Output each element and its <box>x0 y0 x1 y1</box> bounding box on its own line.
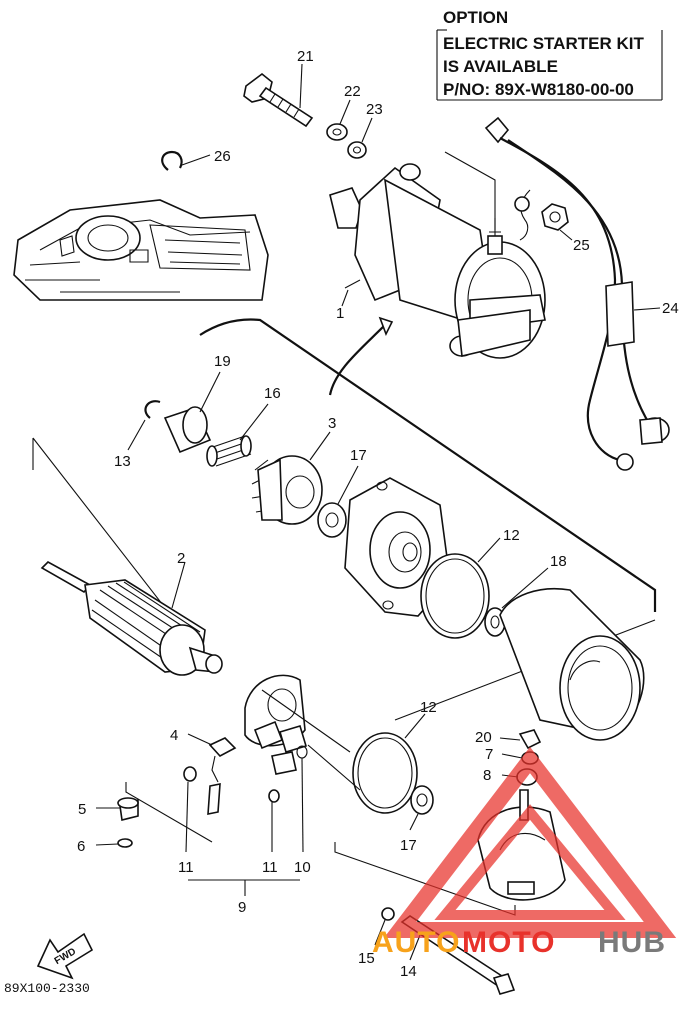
option-part-number: P/NO: 89X-W8180-00-00 <box>443 80 634 99</box>
callout-12-top: 12 <box>503 527 520 544</box>
callout-5: 5 <box>78 801 86 818</box>
washer-17-bottom: 17 <box>400 785 434 854</box>
terminal-bolt <box>183 766 280 815</box>
kit-leader-line <box>444 151 496 230</box>
watermark-hub: HUB <box>598 926 666 959</box>
watermark-logo <box>383 746 677 938</box>
callout-21: 21 <box>297 48 314 65</box>
starter-motor-1: 1 <box>329 163 546 359</box>
watermark-text: AUTO MOTO HUB <box>372 926 666 959</box>
callout-16: 16 <box>264 385 281 402</box>
callout-18: 18 <box>550 553 567 570</box>
starter-cable-24: 24 <box>484 116 679 471</box>
brush-callouts: 11 11 10 9 <box>178 757 311 916</box>
insulator-5: 5 <box>78 797 139 821</box>
callout-2: 2 <box>177 550 185 567</box>
callout-7: 7 <box>485 746 493 763</box>
washer-15: 15 <box>358 907 395 967</box>
callout-10: 10 <box>294 859 311 876</box>
brush-plate <box>244 674 308 775</box>
brush-4: 4 <box>170 727 237 783</box>
callout-11-left: 11 <box>178 859 194 876</box>
explode-arrowhead <box>378 316 394 336</box>
circlip-13: 13 <box>114 400 161 470</box>
fwd-arrow: FWD <box>36 932 94 980</box>
callout-4: 4 <box>170 727 178 744</box>
callout-13: 13 <box>114 453 131 470</box>
watermark-moto: MOTO <box>462 926 555 959</box>
drawing-code: 89X100-2330 <box>4 981 90 996</box>
circlip-26: 26 <box>161 148 231 171</box>
callout-15: 15 <box>358 950 375 967</box>
explode-arrow <box>328 324 386 396</box>
washer-17-top: 17 <box>317 447 367 538</box>
callout-17-top: 17 <box>350 447 367 464</box>
collar-19: 19 <box>163 353 231 454</box>
option-title: OPTION <box>443 8 508 27</box>
pinion-gear-3: 3 <box>251 415 336 525</box>
explode-boundary-top <box>199 318 657 612</box>
callout-23: 23 <box>366 101 383 118</box>
bracket-lower-left <box>125 782 213 843</box>
option-line-kit: ELECTRIC STARTER KIT <box>443 34 644 53</box>
spring-16: 16 <box>206 385 281 467</box>
watermark-auto: AUTO <box>372 926 460 959</box>
callout-9: 9 <box>238 899 246 916</box>
o-ring-12-bottom: 12 <box>352 699 437 814</box>
o-ring-12-top: 12 <box>420 527 520 639</box>
callout-24: 24 <box>662 300 679 317</box>
washer-23: 23 <box>347 101 383 159</box>
callout-11-right: 11 <box>262 859 278 876</box>
nut-25: 25 <box>541 203 590 254</box>
callout-6: 6 <box>77 838 85 855</box>
washer-22: 22 <box>326 83 361 141</box>
engine-case-drawing <box>13 199 269 301</box>
callout-19: 19 <box>214 353 231 370</box>
callout-12-bottom: 12 <box>420 699 437 716</box>
armature-2: 2 <box>40 550 223 676</box>
callout-25: 25 <box>573 237 590 254</box>
callout-3: 3 <box>328 415 336 432</box>
callout-22: 22 <box>344 83 361 100</box>
callout-17-bottom: 17 <box>400 837 417 854</box>
bolt-21: 21 <box>243 48 314 128</box>
callout-14: 14 <box>400 963 417 980</box>
option-note: OPTION ELECTRIC STARTER KIT IS AVAILABLE… <box>436 8 663 101</box>
motor-yoke <box>499 587 645 741</box>
option-line-available: IS AVAILABLE <box>443 57 558 76</box>
callout-1: 1 <box>336 305 344 322</box>
callout-20: 20 <box>475 729 492 746</box>
callout-8: 8 <box>483 767 491 784</box>
nut-6: 6 <box>77 838 133 855</box>
callout-26: 26 <box>214 148 231 165</box>
assembly-guide-lines <box>261 689 361 791</box>
nut-20: 20 <box>475 729 542 750</box>
